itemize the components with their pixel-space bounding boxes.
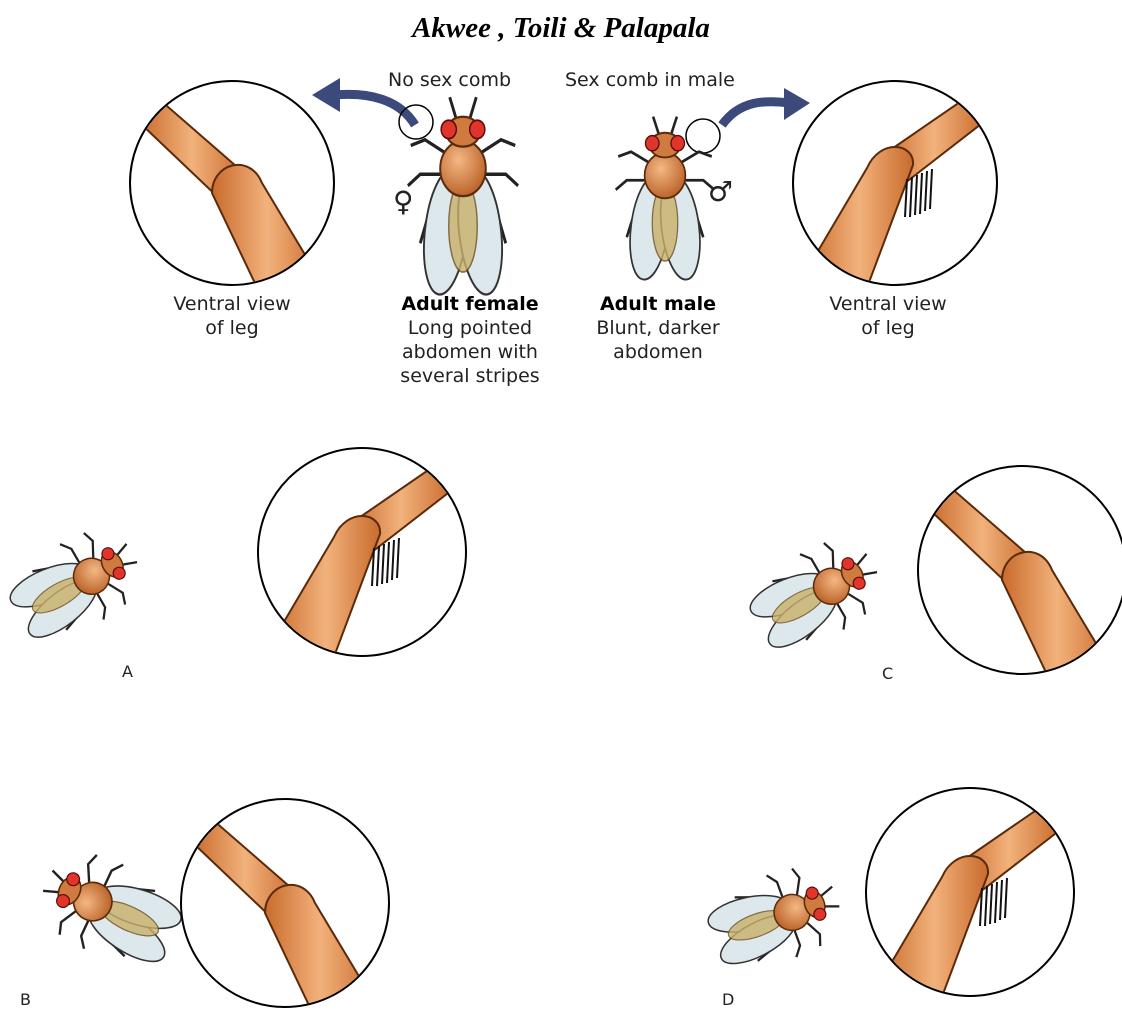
female-symbol: ♀ — [393, 190, 414, 214]
option-b-leg-circle — [181, 799, 389, 1015]
female-heading: Adult female — [380, 292, 560, 316]
option-d-leg-circle — [866, 788, 1074, 1002]
option-c-fly — [737, 525, 894, 666]
option-c-label: C — [882, 664, 893, 683]
option-a-leg-circle — [258, 448, 466, 662]
option-b-fly — [28, 839, 194, 982]
female-arrowhead — [312, 78, 340, 112]
male-leg-caption-line2: of leg — [818, 316, 958, 340]
male-desc-line2: abdomen — [578, 340, 738, 364]
female-callout-label: No sex comb — [388, 68, 511, 92]
female-desc-line3: several stripes — [380, 364, 560, 388]
female-leg-caption-line1: Ventral view — [162, 292, 302, 316]
female-callout-arrow — [335, 94, 415, 125]
female-fly — [408, 97, 518, 298]
male-highlight-circle — [686, 119, 720, 153]
male-description: Adult male Blunt, darker abdomen — [578, 292, 738, 364]
male-fly — [616, 117, 715, 283]
female-desc-line2: abdomen with — [380, 340, 560, 364]
option-c-leg-circle — [918, 466, 1122, 685]
male-leg-caption: Ventral view of leg — [818, 292, 958, 340]
male-desc-line1: Blunt, darker — [578, 316, 738, 340]
option-a-fly — [0, 515, 154, 656]
female-leg-caption: Ventral view of leg — [162, 292, 302, 340]
male-arrowhead — [784, 88, 810, 120]
male-symbol: ♂ — [708, 180, 733, 204]
female-leg-caption-line2: of leg — [162, 316, 302, 340]
male-leg-caption-line1: Ventral view — [818, 292, 958, 316]
male-heading: Adult male — [578, 292, 738, 316]
option-d-fly — [698, 856, 851, 983]
female-desc-line1: Long pointed — [380, 316, 560, 340]
male-leg-circle — [793, 81, 997, 293]
option-a-label: A — [122, 662, 133, 681]
female-description: Adult female Long pointed abdomen with s… — [380, 292, 560, 388]
option-b-label: B — [20, 990, 31, 1009]
female-leg-circle — [130, 81, 334, 298]
male-callout-label: Sex comb in male — [565, 68, 735, 92]
male-callout-arrow — [722, 102, 790, 125]
option-d-label: D — [722, 990, 734, 1009]
